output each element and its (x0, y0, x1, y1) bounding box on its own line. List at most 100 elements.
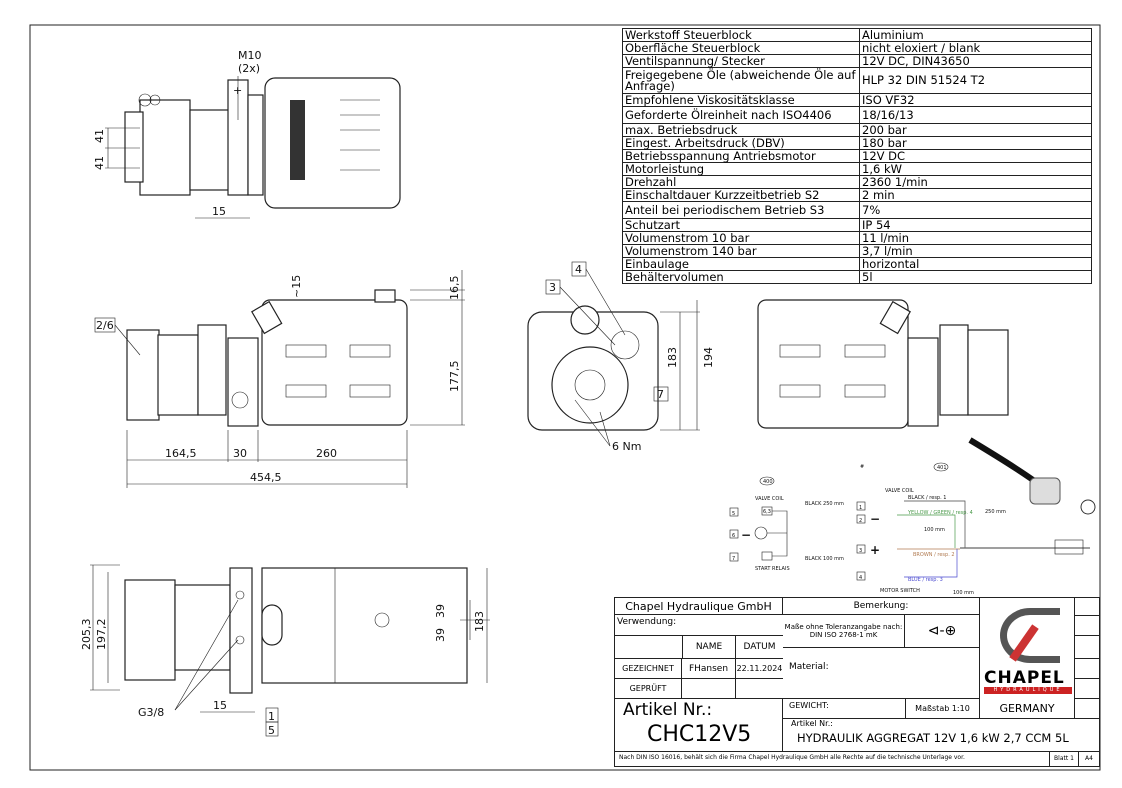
callout-3: 3 (549, 281, 556, 294)
spec-value: 2 min (859, 188, 1092, 202)
name-header: NAME (682, 635, 736, 658)
dim-thread: M10 (238, 49, 262, 62)
spec-value: HLP 32 DIN 51524 T2 (859, 67, 1092, 94)
tag-400: 400 (763, 479, 773, 485)
dim-30: 30 (233, 447, 247, 460)
spec-value: 1,6 kW (859, 162, 1092, 176)
spec-value: 5l (859, 270, 1092, 284)
dim-260: 260 (316, 447, 337, 460)
label-motor-switch: MOTOR SWITCH (880, 588, 920, 594)
callout-5: 5 (268, 724, 275, 737)
spec-value: nicht eloxiert / blank (859, 41, 1092, 55)
callout-7: 7 (657, 388, 664, 401)
dim-16-5: 16,5 (448, 276, 461, 301)
country-label: GERMANY (979, 698, 1075, 718)
rear-view (757, 299, 1009, 429)
paper-format: A4 (1085, 755, 1093, 762)
drawn-name: FHansen (682, 658, 736, 678)
front-view: 2/6 ~15 16,5 177,5 164,5 30 260 454,5 (94, 270, 465, 488)
dim-thread-count: (2x) (238, 62, 260, 75)
projection-symbol-icon: ⊲-⊕ (927, 623, 957, 639)
label-black-100: BLACK 100 mm (805, 556, 844, 562)
spec-key: Eingest. Arbeitsdruck (DBV) (622, 136, 860, 150)
article-label: Artikel Nr.: (623, 700, 713, 720)
spec-key: Volumenstrom 10 bar (622, 231, 860, 245)
label-valve-coil-right: VALVE COIL (885, 488, 914, 494)
article-number: CHC12V5 (647, 722, 752, 747)
callout-1: 1 (268, 710, 275, 723)
spec-key: Betriebsspannung Antriebsmotor (622, 149, 860, 163)
wire-brown: BROWN / resp. 2 (913, 552, 955, 558)
spec-key: Oberfläche Steuerblock (622, 41, 860, 55)
pin-1: 1 (859, 505, 862, 511)
bottom-view: 205,3 197,2 39 39 183 G3/8 15 1 5 (80, 564, 490, 737)
spec-value: 200 bar (859, 123, 1092, 137)
label-valve-coil-left: VALVE COIL (755, 496, 784, 502)
company-name: Chapel Hydraulique GmbH (615, 598, 783, 615)
torque-label: 6 Nm (612, 440, 641, 453)
spec-row: Freigegebene Öle (abweichende Öle auf An… (622, 67, 1092, 94)
spec-key: Geforderte Ölreinheit nach ISO4406 (622, 106, 860, 124)
logo-subtext: HYDRAULIQUE (984, 687, 1072, 694)
spec-value: 7% (859, 201, 1092, 219)
spec-key: Einbaulage (622, 257, 860, 271)
cable-image (968, 437, 1042, 488)
usage-label: Verwendung: (617, 617, 677, 627)
drawn-date: 22.11.2024 (736, 658, 783, 678)
spec-key: Werkstoff Steuerblock (622, 28, 860, 42)
plus-mark: + (233, 84, 242, 97)
dim-164-5: 164,5 (165, 447, 197, 460)
spec-value: 12V DC, DIN43650 (859, 54, 1092, 68)
len-100-b: 100 mm (953, 590, 974, 596)
wire-yellow-green: YELLOW / GREEN / resp. 4 (907, 510, 973, 516)
dim-15-top: 15 (212, 205, 226, 218)
len-250: 250 mm (985, 509, 1006, 515)
article-label-small: Artikel Nr.: (791, 719, 833, 728)
spec-key: Freigegebene Öle (abweichende Öle auf An… (622, 67, 860, 94)
dim-454-5: 454,5 (250, 471, 282, 484)
connector-pinout-icon (1080, 499, 1096, 515)
spec-key: Anteil bei periodischem Betrieb S3 (622, 201, 860, 219)
minus-right: − (870, 512, 880, 526)
spec-value: 2360 1/min (859, 175, 1092, 189)
spec-value: ISO VF32 (859, 93, 1092, 107)
len-100-a: 100 mm (924, 527, 945, 533)
article-description: HYDRAULIK AGGREGAT 12V 1,6 kW 2,7 CCM 5L (797, 731, 1069, 745)
pin-2: 2 (859, 518, 862, 524)
spec-key: Schutzart (622, 218, 860, 232)
dim-39-a: 39 (434, 604, 447, 618)
dim-183-side: 183 (666, 347, 679, 368)
wire-black: BLACK / resp. 1 (908, 495, 946, 501)
spec-key: Ventilspannung/ Stecker (622, 54, 860, 68)
plus-right: + (870, 543, 880, 557)
date-header: DATUM (743, 641, 776, 652)
spec-key: Behältervolumen (622, 270, 860, 284)
dim-205-3: 205,3 (80, 619, 93, 651)
scale-label: Maßstab 1:10 (905, 698, 979, 718)
checked-label: GEPRÜFT (615, 678, 682, 698)
tag-401: 401 (937, 465, 947, 471)
dim-41-b: 41 (93, 156, 106, 170)
spec-key: Volumenstrom 140 bar (622, 244, 860, 258)
material-label: Material: (789, 662, 829, 672)
pin-6: 6 (732, 533, 735, 539)
drawn-label: GEZEICHNET (615, 658, 682, 678)
callout-4: 4 (575, 263, 582, 276)
copyright-footer: Nach DIN ISO 16016, behält sich die Firm… (619, 754, 965, 761)
tolerance-note: Maße ohne Toleranzangabe nach: DIN ISO 2… (783, 615, 905, 647)
spec-key: Motorleistung (622, 162, 860, 176)
weight-label: GEWICHT: (789, 701, 829, 710)
dim-197-2: 197,2 (95, 619, 108, 651)
